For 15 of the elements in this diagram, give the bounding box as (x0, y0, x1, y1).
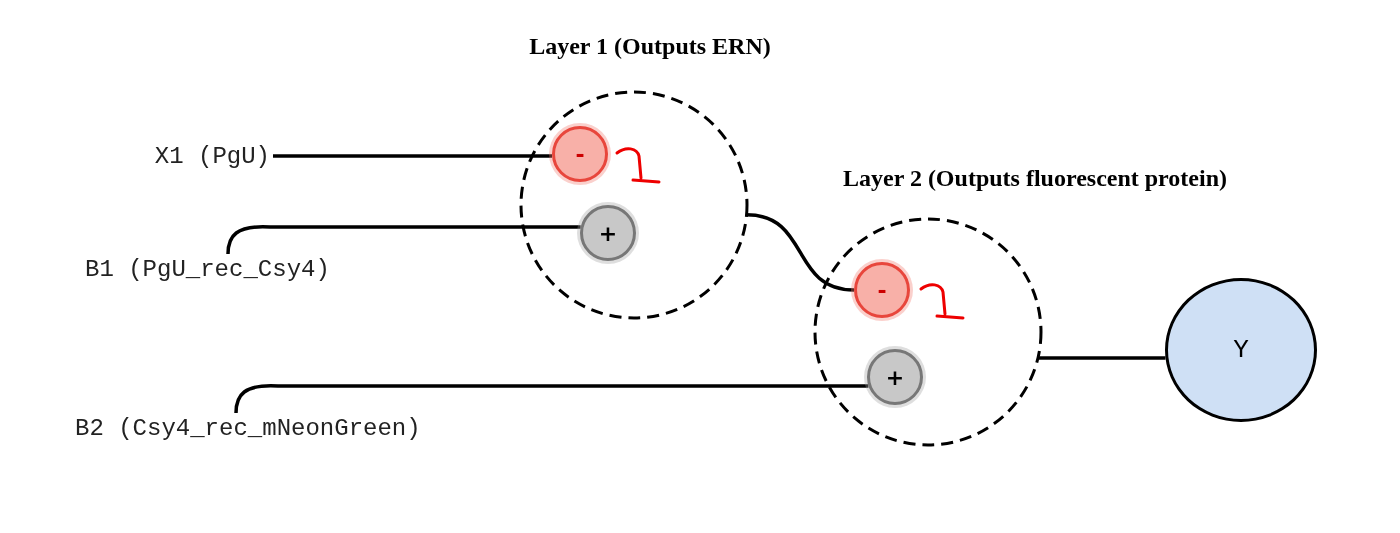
input-label: X1 (PgU) (145, 141, 270, 171)
connector-line (234, 384, 869, 414)
negative-weight-node: - (552, 126, 608, 182)
connector-line (1037, 356, 1166, 360)
layer-title: Layer 2 (Outputs fluorescent protein) (842, 164, 1228, 193)
positive-weight-node: + (867, 349, 923, 405)
output-node: Y (1165, 278, 1317, 422)
positive-weight-node: + (580, 205, 636, 261)
negative-weight-node: - (854, 262, 910, 318)
connector-line (746, 213, 855, 292)
connector-line (226, 225, 581, 255)
input-label: B1 (PgU_rec_Csy4) (85, 254, 335, 284)
input-label: B2 (Csy4_rec_mNeonGreen) (75, 413, 425, 443)
layer-title: Layer 1 (Outputs ERN) (528, 32, 772, 61)
connector-line (273, 154, 553, 158)
